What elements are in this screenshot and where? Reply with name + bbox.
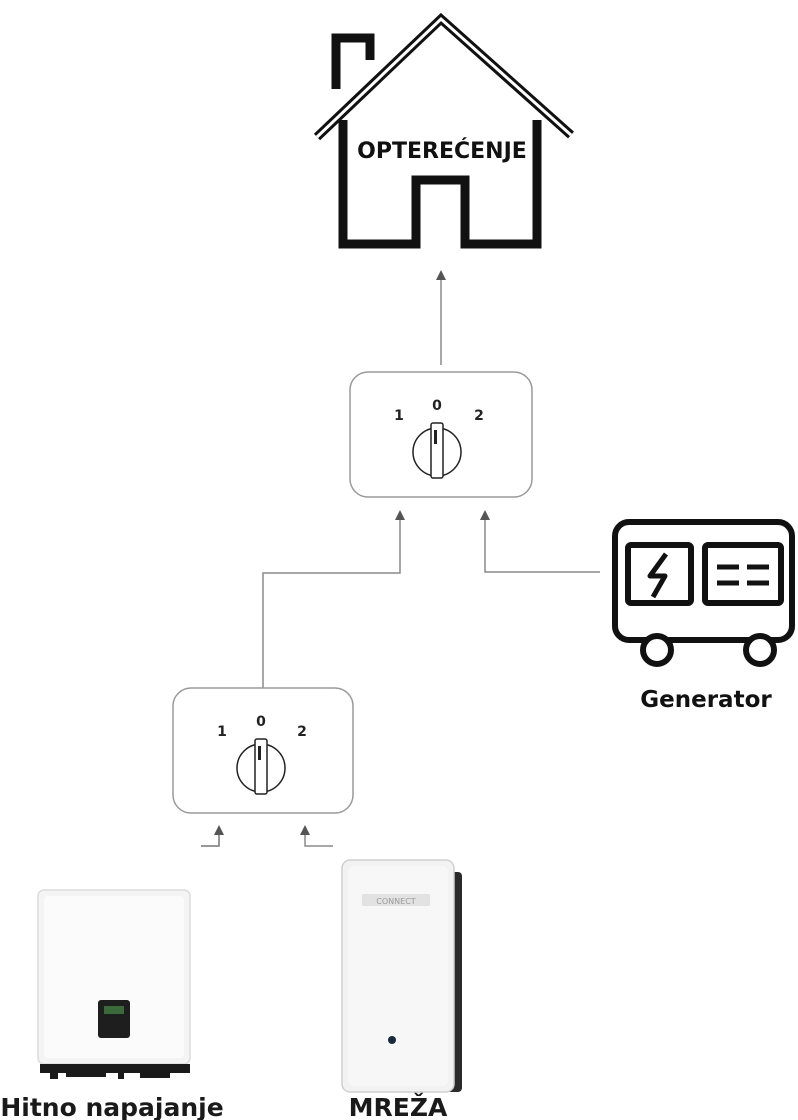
switch-lower-pos-1: 1	[217, 724, 227, 740]
house-label: OPTEREĆENJE	[357, 138, 527, 164]
arrow-inverter-to-lower-switch	[201, 825, 224, 847]
generator-icon	[612, 519, 795, 667]
generator-label: Generator	[640, 687, 772, 713]
switch-upper-pos-1: 1	[394, 408, 404, 424]
rotary-knob-upper-icon	[412, 422, 462, 479]
house-icon	[313, 12, 574, 249]
arrow-grid-to-lower-switch	[300, 825, 333, 847]
grid-brand-text: CONNECT	[376, 897, 415, 906]
switch-lower-pos-0: 0	[256, 714, 266, 730]
switch-upper-pos-2: 2	[474, 408, 484, 424]
switch-lower-pos-2: 2	[297, 724, 307, 740]
grid-meter-device-icon: CONNECT	[341, 859, 462, 1093]
rotary-switch-upper: 1 0 2	[349, 371, 533, 498]
switch-upper-pos-0: 0	[432, 398, 442, 414]
grid-label: MREŽA	[349, 1093, 448, 1120]
rotary-knob-lower-icon	[236, 738, 286, 795]
inverter-device-icon	[37, 889, 191, 1079]
rotary-switch-lower: 1 0 2	[172, 687, 354, 814]
arrow-generator-to-upper-switch	[480, 510, 600, 573]
connection-lines	[201, 270, 600, 847]
inverter-label: Hitno napajanje	[0, 1093, 223, 1120]
arrow-lower-switch-to-upper-switch	[262, 510, 405, 688]
